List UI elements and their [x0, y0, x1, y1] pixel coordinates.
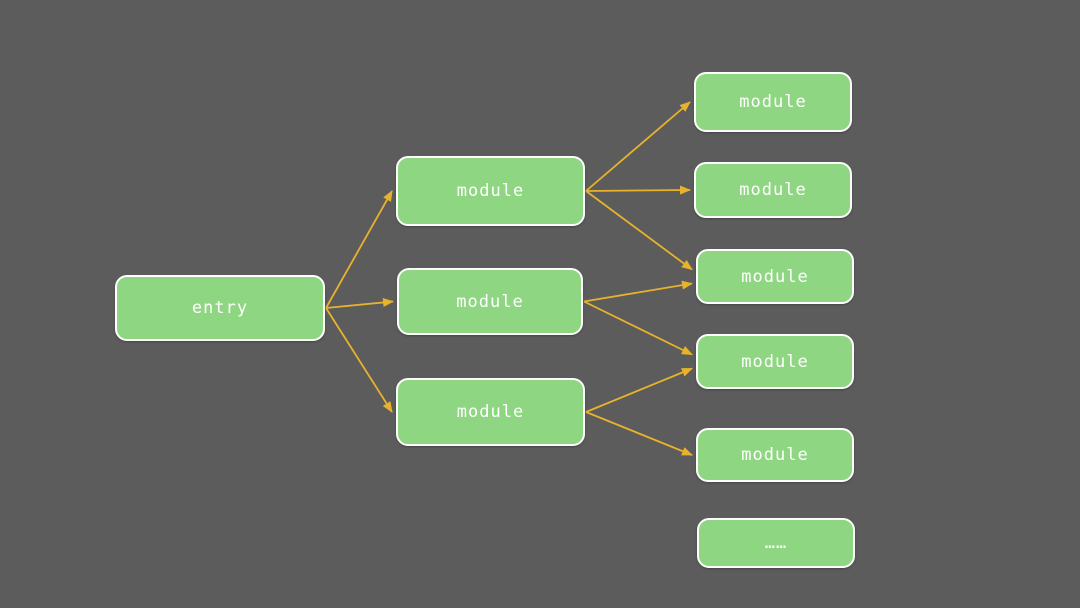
edge-module-1-to-module-6: [585, 190, 693, 271]
node-label: module: [741, 266, 809, 287]
node-module-2: module: [397, 268, 583, 335]
node-label: module: [739, 92, 807, 112]
edge-module-3-to-module-8: [585, 411, 693, 456]
node-module-1: module: [396, 156, 585, 226]
node-label: ……: [764, 533, 788, 553]
edge-module-2-to-module-7: [583, 300, 693, 356]
node-module-6: module: [696, 249, 854, 304]
node-label: module: [739, 180, 807, 200]
edge-module-2-to-module-6: [583, 280, 693, 303]
edge-entry-to-module-2: [325, 297, 394, 309]
edge-entry-to-module-3: [325, 307, 393, 413]
edge-module-1-to-module-4: [585, 101, 691, 192]
node-label: module: [456, 291, 524, 312]
node-label: module: [741, 351, 809, 372]
node-label: module: [456, 181, 525, 201]
node-ellipsis: ……: [697, 518, 855, 568]
node-label: module: [456, 402, 525, 422]
node-label: entry: [191, 298, 249, 318]
node-module-4: module: [694, 72, 852, 132]
edge-module-1-to-module-5: [585, 185, 691, 195]
node-module-8: module: [696, 428, 854, 482]
node-module-5: module: [694, 162, 852, 218]
node-module-3: module: [396, 378, 585, 446]
node-entry: entry: [115, 275, 325, 341]
node-module-7: module: [696, 334, 854, 389]
edge-entry-to-module-1: [325, 190, 393, 309]
edge-module-3-to-module-7: [585, 367, 693, 413]
node-label: module: [741, 445, 809, 465]
